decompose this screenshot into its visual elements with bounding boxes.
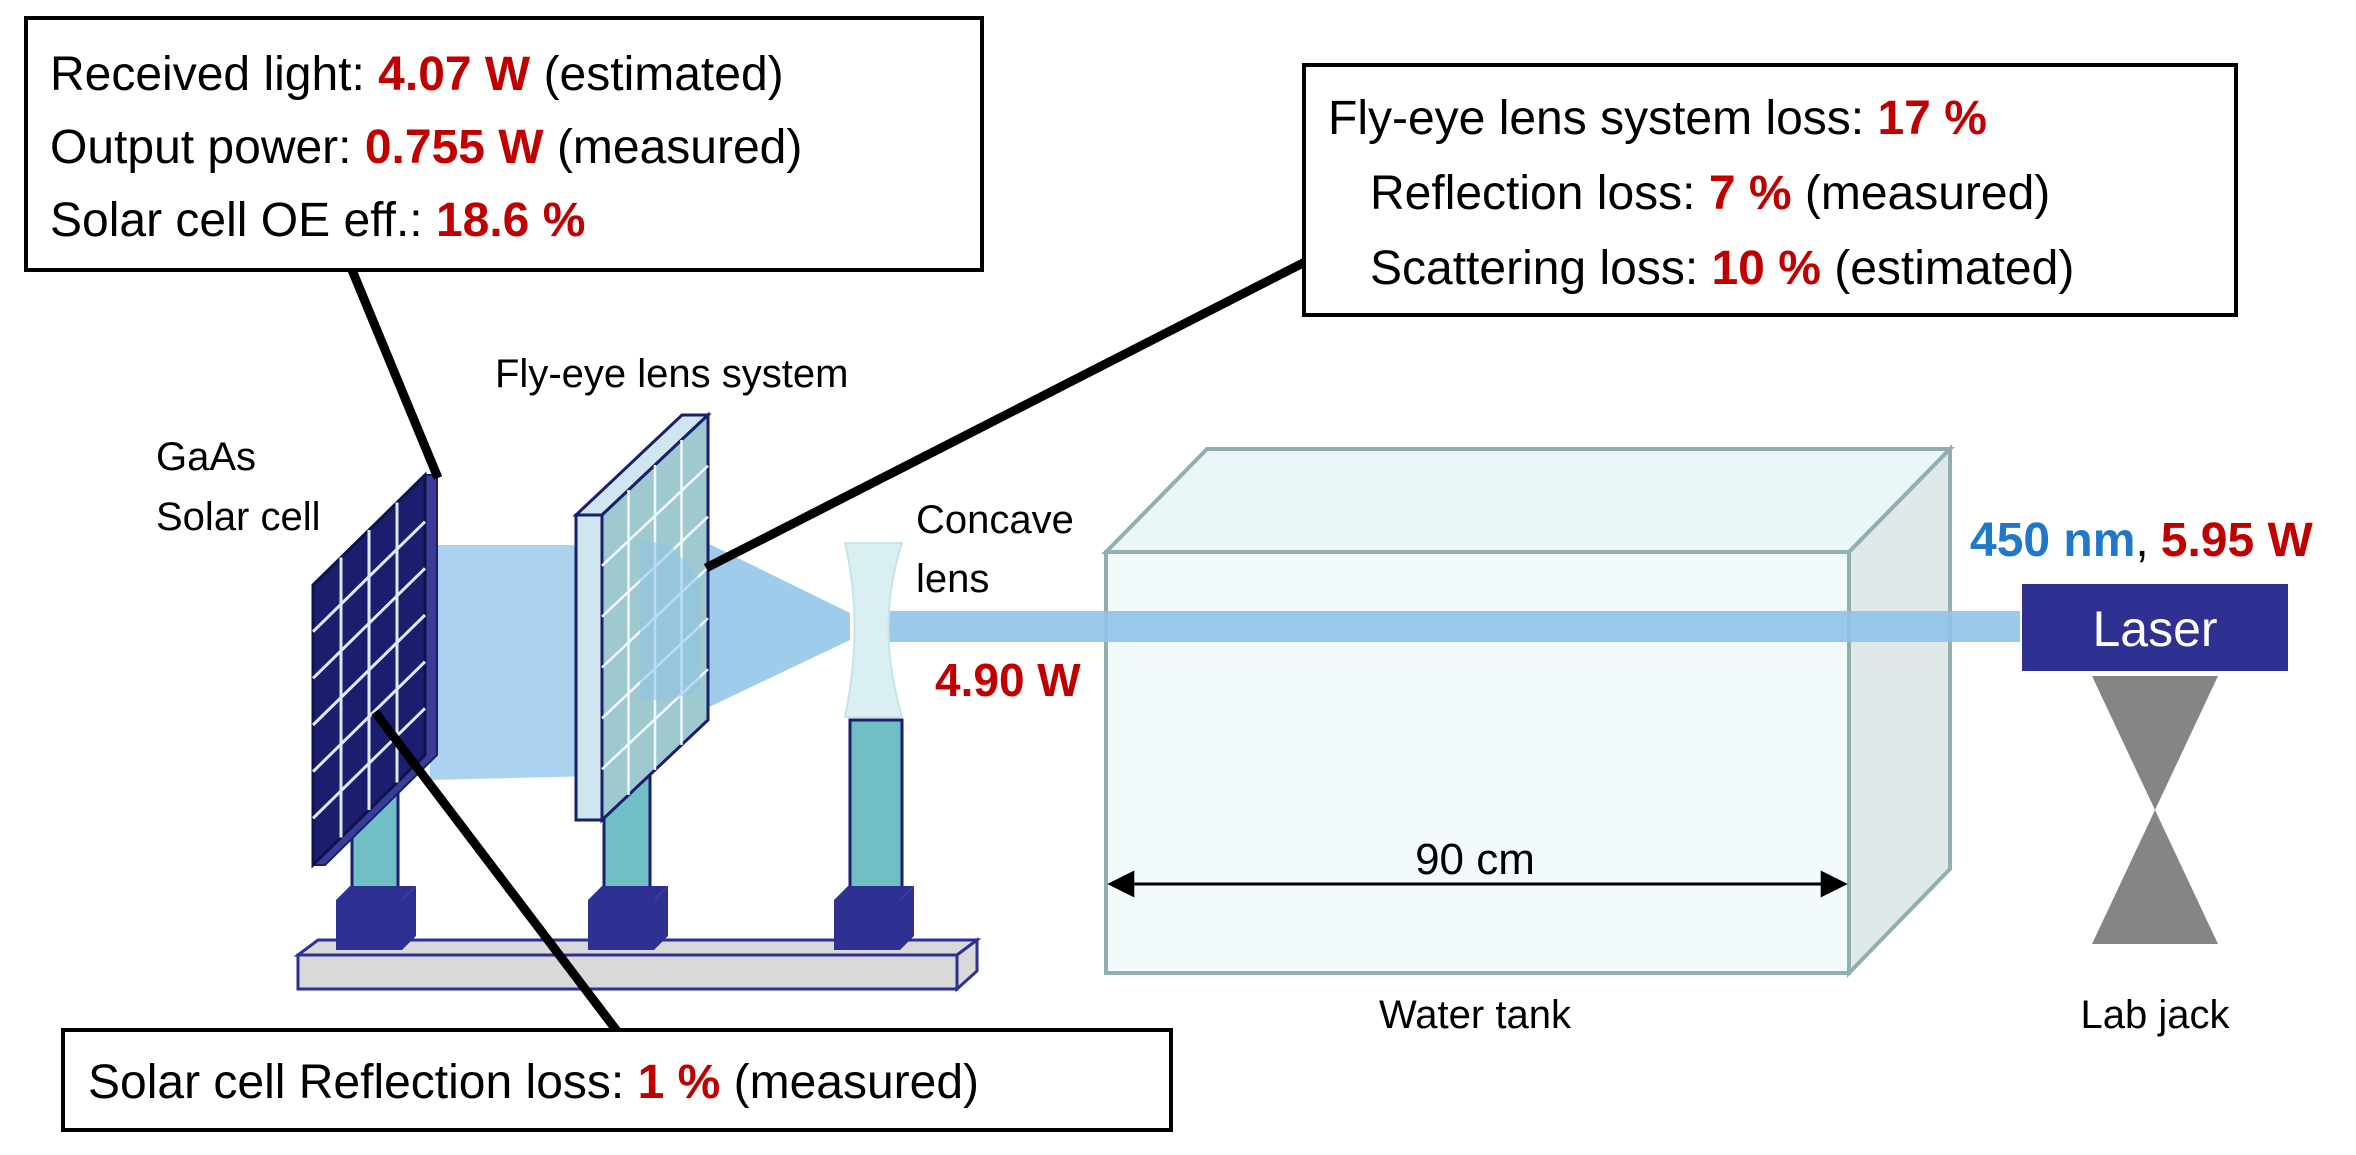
lab-jack xyxy=(2092,676,2218,944)
grid-line xyxy=(311,567,427,680)
concave-lens xyxy=(843,542,904,718)
fly-eye-side xyxy=(574,513,604,822)
gaas-solar-cell xyxy=(311,471,438,869)
solar-cell-label-2: Solar cell xyxy=(156,495,321,539)
concave-lens-label-2: lens xyxy=(916,557,989,601)
rail-front xyxy=(296,953,959,991)
grid-line xyxy=(311,520,427,633)
jack-upper xyxy=(2092,676,2218,810)
lens-loss-line: Fly-eye lens system loss: 17 % xyxy=(1328,92,1987,145)
laser-body xyxy=(2022,584,2288,671)
jack-lower xyxy=(2092,810,2218,944)
lens-box-leader xyxy=(703,257,1308,573)
fly-eye-lens xyxy=(572,411,712,824)
lens-loss-callout: Fly-eye lens system loss: 17 % Reflectio… xyxy=(1302,63,2238,317)
water-tank-label: Water tank xyxy=(1379,993,1572,1037)
scattering-loss-line: Scattering loss: 10 % (estimated) xyxy=(1370,242,2074,295)
laser-label: Laser xyxy=(2092,601,2217,657)
fly-eye-mount xyxy=(588,768,668,950)
laser-spec: 450 nm,5.95 W xyxy=(1970,514,2314,567)
lab-jack-label: Lab jack xyxy=(2081,993,2231,1037)
solar-cell-callout: Received light: 4.07 W (estimated) Outpu… xyxy=(24,16,984,272)
laser-beam xyxy=(880,611,2020,642)
tank-top xyxy=(1101,447,1955,554)
output-power-line: Output power: 0.755 W (measured) xyxy=(50,121,802,174)
grid-line xyxy=(601,464,709,567)
concave-lens-label-1: Concave xyxy=(916,498,1074,542)
cell-reflection-line: Solar cell Reflection loss: 1 % (measure… xyxy=(88,1056,979,1109)
reflection-loss-callout: Solar cell Reflection loss: 1 % (measure… xyxy=(61,1028,1173,1132)
tank-length-label: 90 cm xyxy=(1415,835,1535,884)
solar-box-leader xyxy=(347,268,443,480)
grid-line xyxy=(311,660,427,773)
optical-rail xyxy=(293,937,982,993)
received-light-line: Received light: 4.07 W (estimated) xyxy=(50,48,784,101)
fly-eye-beam-spot xyxy=(640,540,700,700)
grid-line xyxy=(311,613,427,727)
reflection-box-leader xyxy=(371,709,624,1038)
water-tank: 90 cm xyxy=(1101,444,1955,978)
solar-cell-label-1: GaAs xyxy=(156,435,256,479)
concave-lens-mount xyxy=(834,718,914,950)
fly-eye-label: Fly-eye lens system xyxy=(495,352,848,396)
after-lens-power: 4.90 W xyxy=(935,654,1081,706)
grid-line xyxy=(311,707,427,820)
lens-reflection-line: Reflection loss: 7 % (measured) xyxy=(1370,167,2050,220)
laser-unit: Laser xyxy=(2022,584,2288,671)
oe-efficiency-line: Solar cell OE eff.: 18.6 % xyxy=(50,194,585,247)
